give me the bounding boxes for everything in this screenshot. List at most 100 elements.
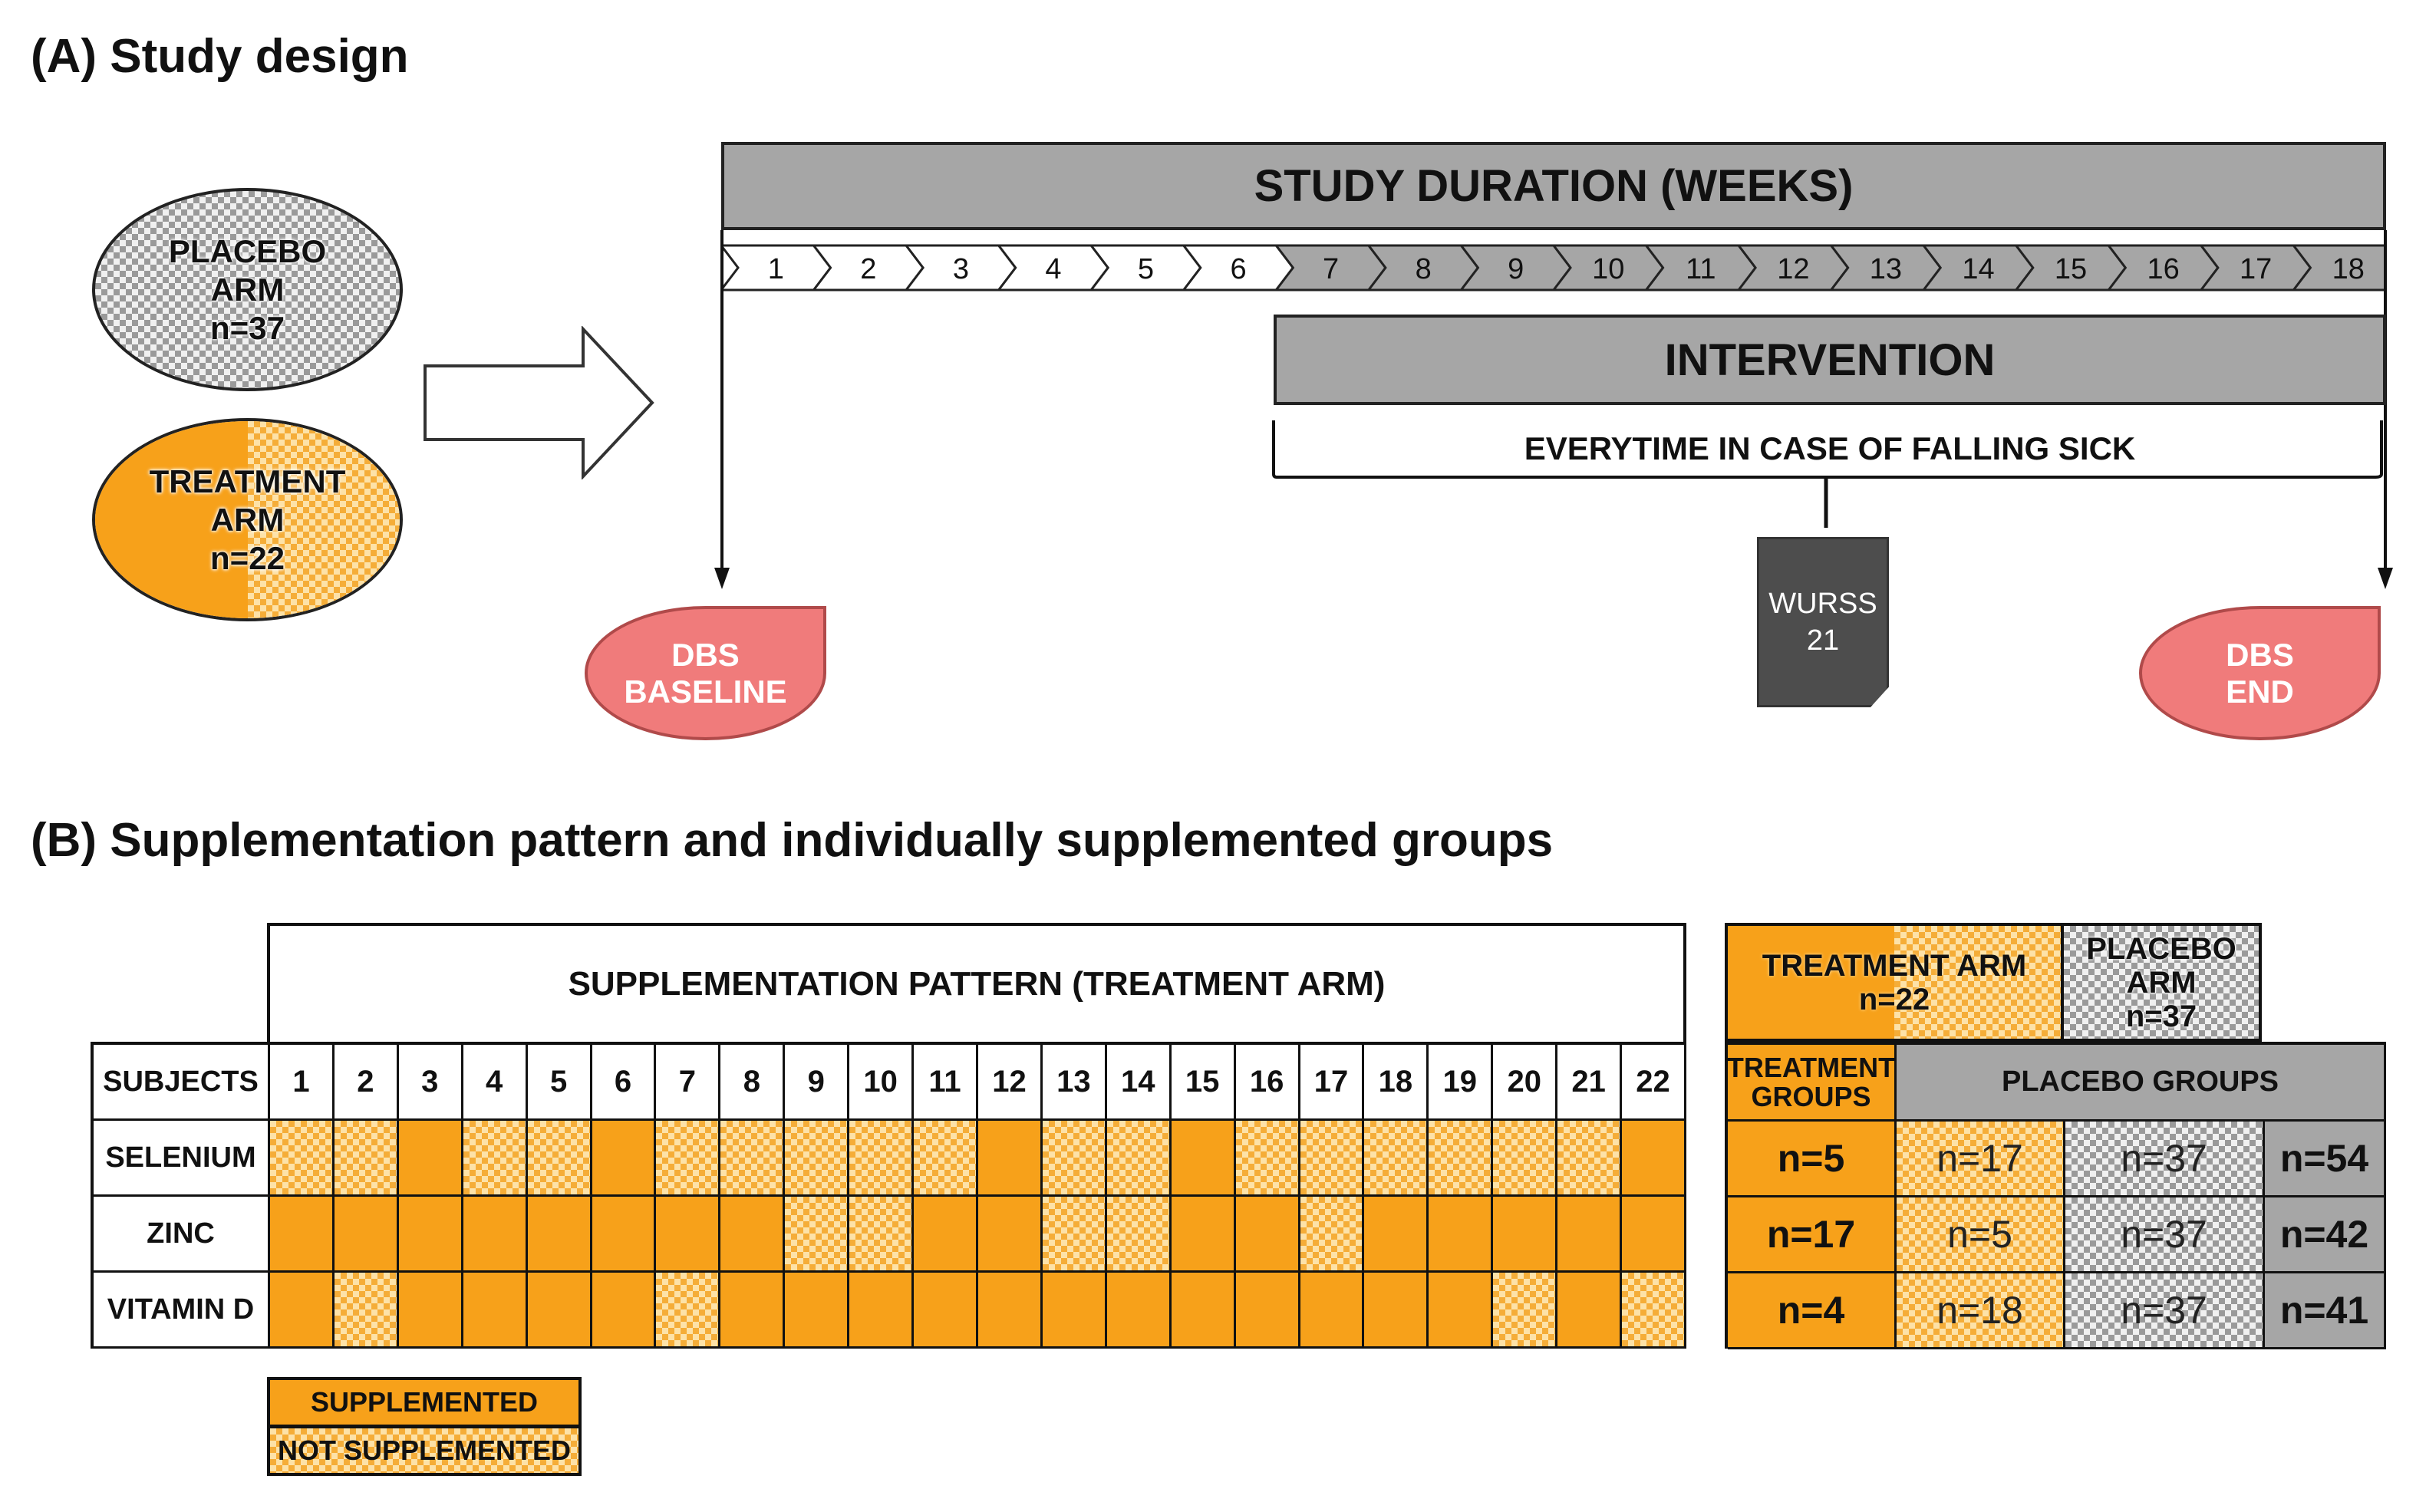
pattern-cell	[1235, 1197, 1300, 1273]
week-label-16: 16	[2147, 253, 2179, 285]
dbs-baseline-shape: DBS BASELINE	[585, 606, 826, 740]
placebo-total-n: n=54	[2265, 1122, 2386, 1197]
pattern-cell	[1235, 1273, 1300, 1349]
pattern-cell	[1493, 1273, 1558, 1349]
pattern-cell	[527, 1273, 592, 1349]
pattern-cell	[720, 1197, 786, 1273]
pattern-cell	[592, 1197, 657, 1273]
pattern-cell	[1429, 1273, 1494, 1349]
subject-header-8: 8	[720, 1045, 786, 1121]
dbs-end-line1: DBS	[2226, 636, 2294, 673]
placebo-total-n: n=42	[2265, 1197, 2386, 1273]
pattern-cell	[1300, 1197, 1365, 1273]
not-supplemented-group-n: n=17	[1897, 1122, 2065, 1197]
pattern-cell	[1493, 1197, 1558, 1273]
pattern-cell	[978, 1273, 1043, 1349]
placebo-arm-header: PLACEBO ARM n=37	[2061, 923, 2262, 1042]
subject-header-10: 10	[849, 1045, 915, 1121]
flow-arrow-icon	[424, 326, 654, 479]
dbs-end-shape: DBS END	[2139, 606, 2381, 740]
pattern-cell	[1300, 1121, 1365, 1197]
pattern-cell	[1364, 1121, 1429, 1197]
pattern-cell	[1106, 1197, 1172, 1273]
pattern-cell	[849, 1121, 915, 1197]
pattern-cell	[1171, 1121, 1236, 1197]
pattern-cell	[1493, 1121, 1558, 1197]
subject-header-2: 2	[334, 1045, 399, 1121]
pattern-cell	[1171, 1197, 1236, 1273]
section-a-heading: (A) Study design	[31, 30, 409, 83]
week-label-2: 2	[860, 253, 876, 285]
week-label-5: 5	[1138, 253, 1154, 285]
subject-header-22: 22	[1622, 1045, 1686, 1121]
treatment-header-check	[1894, 926, 2061, 1039]
wurss-line1: WURSS	[1768, 588, 1877, 620]
pattern-cell	[656, 1121, 721, 1197]
pattern-cell	[785, 1273, 850, 1349]
brace-label: EVERYTIME IN CASE OF FALLING SICK	[1524, 430, 2136, 466]
subject-header-14: 14	[1106, 1045, 1172, 1121]
legend-supplemented: SUPPLEMENTED	[267, 1377, 582, 1428]
pattern-cell	[656, 1197, 721, 1273]
subject-header-15: 15	[1171, 1045, 1236, 1121]
placebo-total-n: n=41	[2265, 1273, 2386, 1349]
subject-header-6: 6	[592, 1045, 657, 1121]
week-label-17: 17	[2240, 253, 2272, 285]
treatment-group-n: n=5	[1728, 1122, 1897, 1197]
placebo-arm-line2: ARM	[210, 271, 285, 308]
pattern-cell	[914, 1121, 978, 1197]
treatment-header-solid	[1728, 926, 1894, 1039]
pattern-cell	[849, 1273, 915, 1349]
week-label-10: 10	[1592, 253, 1624, 285]
week-label-18: 18	[2332, 253, 2365, 285]
treatment-groups-label: TREATMENT GROUPS	[1727, 1045, 1897, 1122]
subject-header-21: 21	[1557, 1045, 1623, 1121]
pattern-cell	[334, 1273, 399, 1349]
pattern-cell	[463, 1197, 528, 1273]
week-label-13: 13	[1870, 253, 1902, 285]
treatment-group-n: n=17	[1728, 1197, 1897, 1273]
placebo-group-n: n=37	[2065, 1273, 2265, 1349]
treatment-arm-line1: TREATMENT	[149, 463, 346, 499]
pattern-cell	[1106, 1273, 1172, 1349]
pattern-cell	[1622, 1121, 1686, 1197]
wurss-document: WURSS 21	[1757, 537, 1889, 707]
subject-header-4: 4	[463, 1045, 528, 1121]
subject-header-7: 7	[656, 1045, 721, 1121]
legend-not-supplemented: NOT SUPPLEMENTED	[267, 1425, 582, 1476]
pattern-cell	[720, 1273, 786, 1349]
treatment-arm-line2: ARM	[210, 501, 285, 538]
pattern-cell	[1042, 1121, 1107, 1197]
pattern-cell	[463, 1121, 528, 1197]
pattern-cell	[1557, 1121, 1623, 1197]
subject-header-3: 3	[398, 1045, 463, 1121]
subject-header-19: 19	[1429, 1045, 1494, 1121]
pattern-cell	[592, 1121, 657, 1197]
pattern-cell	[334, 1121, 399, 1197]
pattern-cell	[978, 1197, 1043, 1273]
pattern-cell	[656, 1273, 721, 1349]
pattern-cell	[849, 1197, 915, 1273]
pattern-cell	[720, 1121, 786, 1197]
treatment-groups-line2: GROUPS	[1751, 1080, 1871, 1112]
pattern-cell	[398, 1273, 463, 1349]
placebo-header-line1: PLACEBO	[2086, 931, 2236, 966]
brace-icon	[1272, 420, 2383, 528]
pattern-cell	[270, 1121, 335, 1197]
pattern-cell	[1042, 1273, 1107, 1349]
treatment-header-line1: TREATMENT ARM	[1762, 948, 2027, 983]
wurss-line2: 21	[1806, 624, 1840, 657]
week-label-7: 7	[1323, 253, 1339, 285]
subject-header-5: 5	[527, 1045, 592, 1121]
row-label-selenium: SELENIUM	[94, 1121, 270, 1197]
placebo-arm-ellipse: PLACEBO ARM n=37	[92, 188, 403, 391]
pattern-cell	[1300, 1273, 1365, 1349]
placebo-group-n: n=37	[2065, 1197, 2265, 1273]
pattern-cell	[1364, 1273, 1429, 1349]
treatment-arm-check-half	[247, 421, 400, 618]
not-supplemented-group-n: n=18	[1897, 1273, 2065, 1349]
placebo-header-n: n=37	[2125, 999, 2197, 1033]
pattern-cell	[785, 1197, 850, 1273]
week-label-3: 3	[953, 253, 969, 285]
